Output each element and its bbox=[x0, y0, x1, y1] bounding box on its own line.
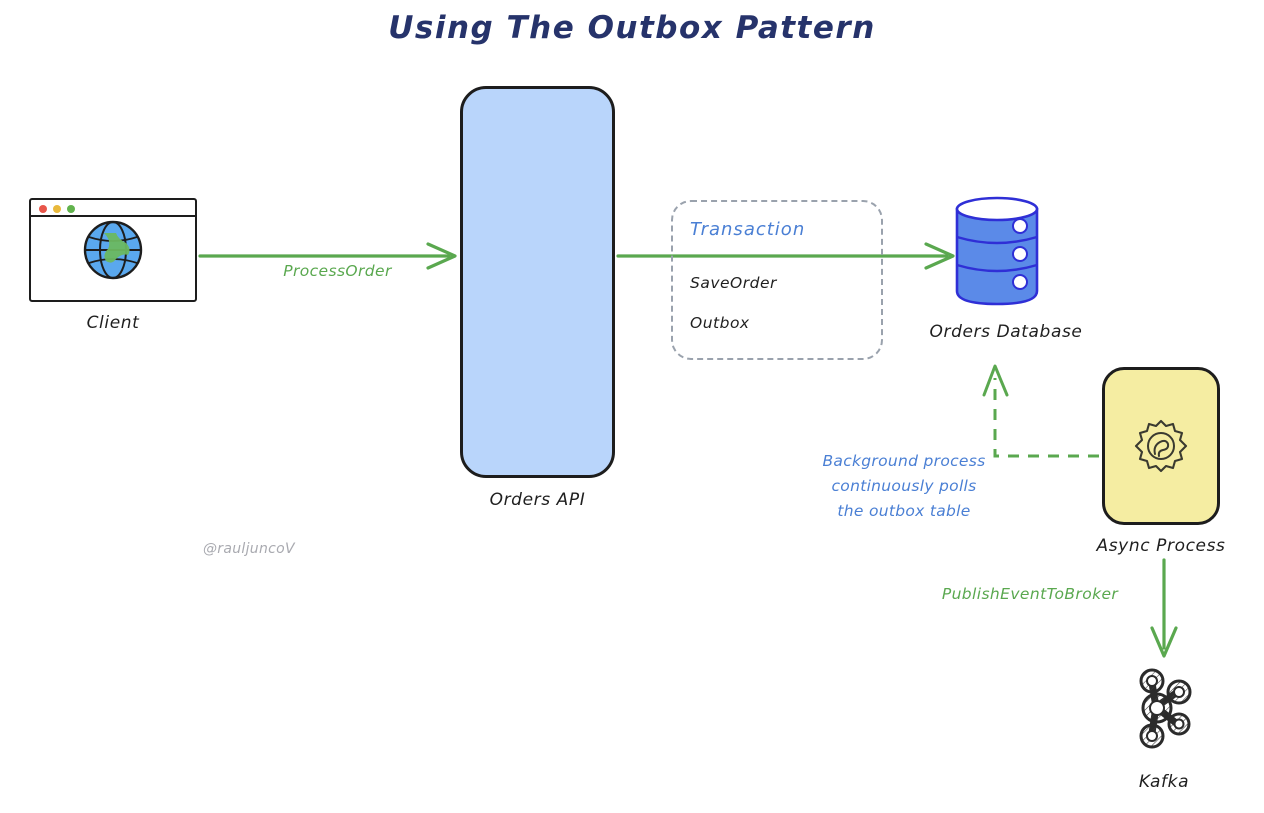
client-browser-window[interactable] bbox=[29, 198, 197, 302]
page-title: Using The Outbox Pattern bbox=[388, 10, 876, 46]
background-process-note-line-3: the outbox table bbox=[837, 502, 971, 520]
background-process-note: Background process continuously polls th… bbox=[806, 449, 1002, 524]
edge-async-to-database bbox=[982, 364, 1099, 458]
watermark: @rauljuncoV bbox=[203, 541, 295, 557]
background-process-note-line-2: continuously polls bbox=[831, 477, 977, 495]
orders-api-label: Orders API bbox=[489, 490, 586, 510]
transaction-step-saveorder: SaveOrder bbox=[690, 274, 777, 292]
kafka-logo-icon[interactable] bbox=[1130, 661, 1198, 757]
client-label: Client bbox=[86, 313, 140, 333]
kafka-label: Kafka bbox=[1138, 772, 1190, 792]
gear-icon bbox=[1134, 419, 1188, 473]
async-process-label: Async Process bbox=[1096, 536, 1226, 556]
orders-api-node[interactable] bbox=[460, 86, 615, 478]
browser-titlebar bbox=[31, 200, 195, 217]
window-dot-red-icon bbox=[39, 204, 47, 213]
window-dot-green-icon bbox=[67, 204, 75, 213]
database-label: Orders Database bbox=[929, 322, 1083, 342]
transaction-boundary bbox=[671, 200, 883, 360]
transaction-title: Transaction bbox=[690, 219, 806, 240]
async-process-node[interactable] bbox=[1102, 367, 1220, 525]
globe-icon bbox=[83, 220, 143, 280]
window-dot-yellow-icon bbox=[53, 204, 61, 213]
edge-async-to-kafka bbox=[1150, 558, 1178, 658]
edge-label-process-order: ProcessOrder bbox=[283, 262, 392, 280]
background-process-note-line-1: Background process bbox=[822, 452, 986, 470]
edge-label-publish-event: PublishEventToBroker bbox=[941, 585, 1119, 603]
database-cylinder-icon[interactable] bbox=[951, 194, 1043, 306]
transaction-step-outbox: Outbox bbox=[690, 314, 750, 332]
